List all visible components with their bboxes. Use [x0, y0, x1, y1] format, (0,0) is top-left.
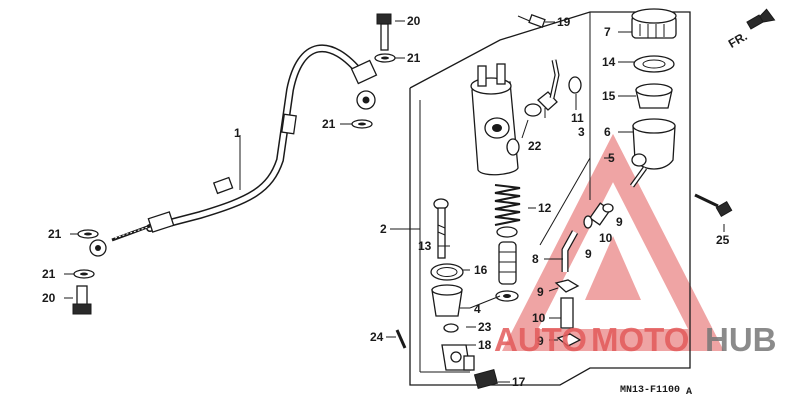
front-direction-indicator: FR. — [726, 8, 776, 51]
callout-7: 7 — [604, 25, 611, 39]
callout-14: 14 — [602, 55, 616, 69]
clevis-group — [395, 329, 499, 389]
callout-13: 13 — [418, 239, 432, 253]
callout-22: 22 — [528, 139, 542, 153]
callout-18: 18 — [478, 338, 492, 352]
watermark-auto: AUTO — [494, 321, 587, 358]
callout-5: 5 — [608, 151, 615, 165]
callout-6: 6 — [604, 125, 611, 139]
push-rod-group — [430, 198, 464, 333]
brake-hose — [89, 44, 378, 257]
front-direction-label: FR. — [726, 29, 750, 51]
callout-21-c: 21 — [48, 227, 62, 241]
callout-25: 25 — [716, 233, 730, 247]
inlet-parts — [517, 14, 582, 117]
callout-12: 12 — [538, 201, 552, 215]
callout-21-d: 21 — [42, 267, 56, 281]
callout-2: 2 — [380, 222, 387, 236]
callout-1: 1 — [234, 126, 241, 140]
callout-16: 16 — [474, 263, 488, 277]
callout-9-d: 9 — [537, 334, 544, 348]
watermark-triangle — [502, 133, 724, 351]
callout-4: 4 — [474, 302, 481, 316]
reservoir-group — [629, 8, 677, 188]
watermark-text: AUTO MOTO HUB — [494, 321, 777, 358]
callout-9-a: 9 — [616, 215, 623, 229]
callout-15: 15 — [602, 89, 616, 103]
callout-20-a: 20 — [407, 14, 421, 28]
callout-23: 23 — [478, 320, 492, 334]
callout-10-a: 10 — [599, 231, 613, 245]
watermark-hub: HUB — [705, 321, 777, 358]
watermark-moto: MOTO — [591, 321, 689, 358]
callout-19: 19 — [557, 15, 571, 29]
callout-9-c: 9 — [537, 285, 544, 299]
callout-10-b: 10 — [532, 311, 546, 325]
drawing-code-suffix: A — [686, 387, 692, 398]
master-cylinder-body — [470, 63, 520, 176]
callout-3: 3 — [578, 125, 585, 139]
callout-24: 24 — [370, 330, 384, 344]
leader-lines — [64, 20, 725, 383]
callout-17: 17 — [512, 375, 526, 389]
callout-20-b: 20 — [42, 291, 56, 305]
callout-21-a: 21 — [407, 51, 421, 65]
drawing-code: MN13-F1100 — [620, 385, 680, 396]
callout-9-b: 9 — [585, 247, 592, 261]
callout-labels: 1 2 3 4 5 6 7 8 9 9 9 9 10 10 11 12 13 1… — [42, 14, 730, 389]
assembly-frame — [409, 11, 691, 386]
hose-connector-group — [554, 193, 733, 347]
callout-11: 11 — [571, 111, 584, 125]
spring-piston-group — [494, 184, 521, 302]
hose-hardware — [72, 13, 396, 315]
callout-21-b: 21 — [322, 117, 336, 131]
callout-8: 8 — [532, 252, 539, 266]
